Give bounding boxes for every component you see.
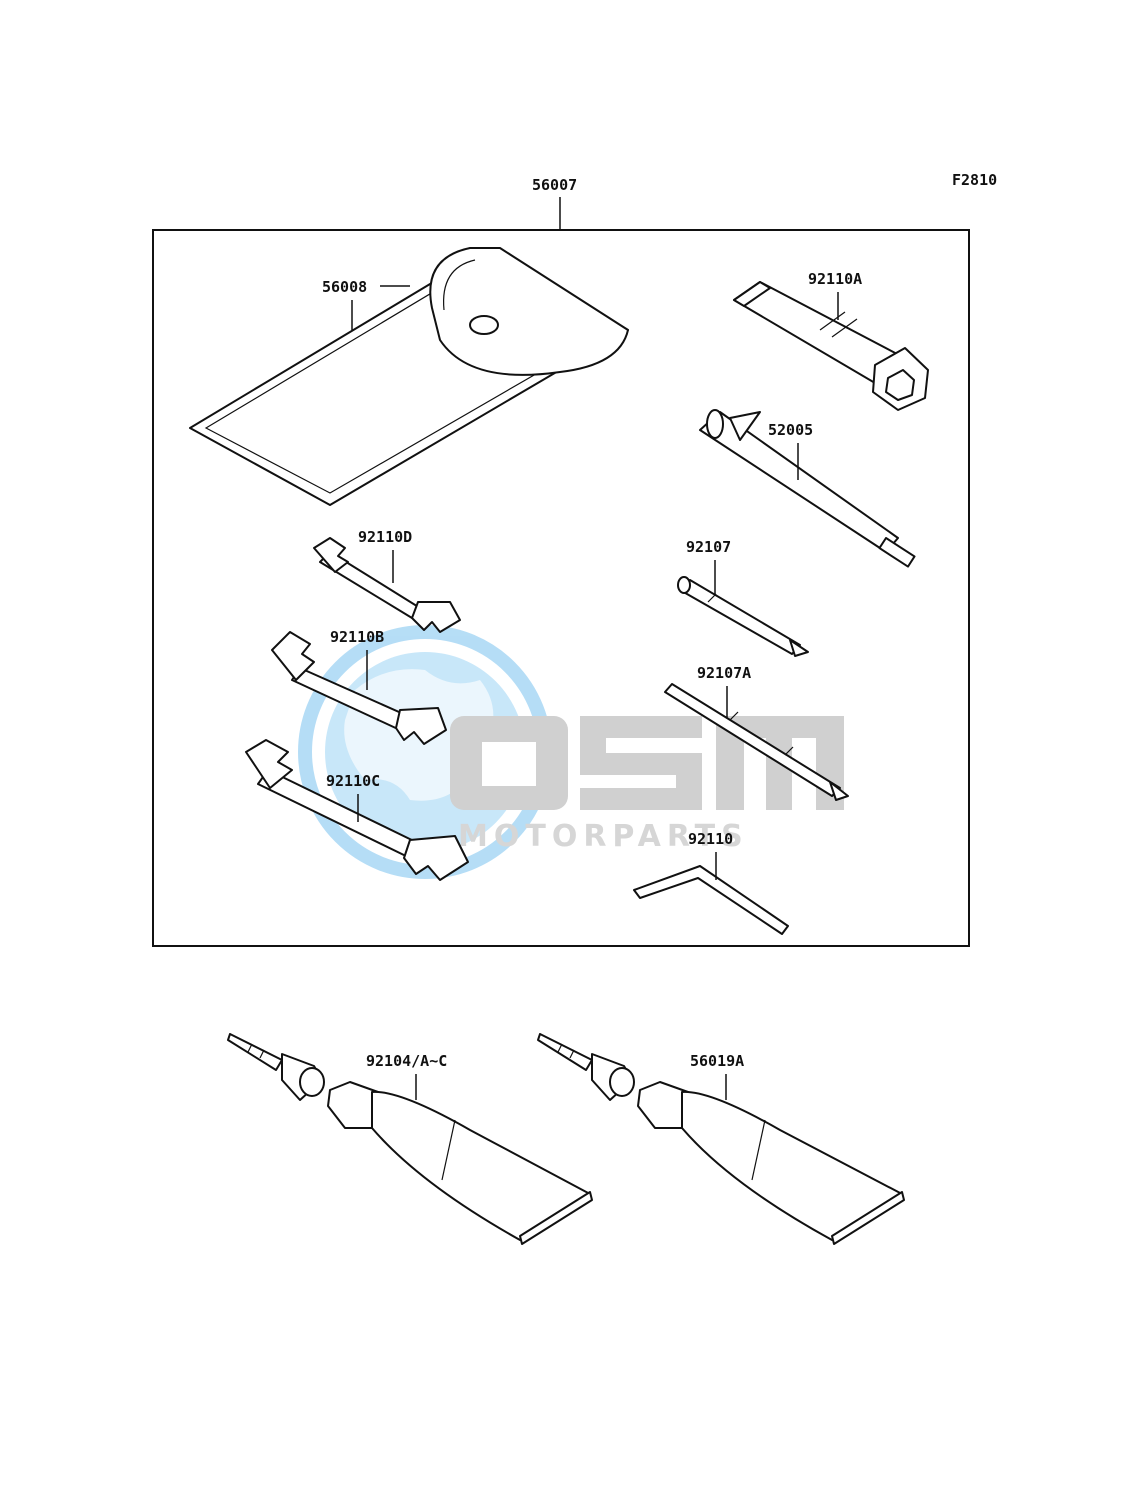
label-screwdriver-handle[interactable]: 52005 bbox=[768, 421, 813, 439]
label-grease-tube-2[interactable]: 56019A bbox=[690, 1052, 744, 1070]
hex-key[interactable] bbox=[633, 865, 789, 935]
plug-wrench[interactable] bbox=[733, 281, 929, 411]
screwdriver-handle[interactable] bbox=[699, 409, 916, 568]
label-plug-wrench[interactable]: 92110A bbox=[808, 270, 862, 288]
grease-tube-2[interactable] bbox=[537, 1033, 905, 1245]
label-wrench-d[interactable]: 92110D bbox=[358, 528, 412, 546]
label-driver-bit-a[interactable]: 92107A bbox=[697, 664, 751, 682]
tool-pouch[interactable] bbox=[189, 247, 629, 506]
label-wrench-c[interactable]: 92110C bbox=[326, 772, 380, 790]
figure-code: F2810 bbox=[952, 171, 997, 189]
driver-bit-a[interactable] bbox=[664, 683, 849, 801]
watermark-letters bbox=[450, 716, 844, 810]
label-kit[interactable]: 56007 bbox=[532, 176, 577, 194]
wrench-c[interactable] bbox=[245, 739, 469, 881]
watermark-subtitle: MOTORPARTS bbox=[458, 819, 749, 854]
kit-frame bbox=[152, 229, 970, 947]
wrench-d[interactable] bbox=[313, 537, 461, 633]
label-grease-tube-1[interactable]: 92104/A~C bbox=[366, 1052, 447, 1070]
label-pouch[interactable]: 56008 bbox=[322, 278, 367, 296]
label-wrench-b[interactable]: 92110B bbox=[330, 628, 384, 646]
wrench-b[interactable] bbox=[271, 631, 447, 745]
label-driver-bit[interactable]: 92107 bbox=[686, 538, 731, 556]
label-hex-key[interactable]: 92110 bbox=[688, 830, 733, 848]
grease-tube-1[interactable] bbox=[227, 1033, 593, 1245]
driver-bit[interactable] bbox=[677, 576, 809, 657]
